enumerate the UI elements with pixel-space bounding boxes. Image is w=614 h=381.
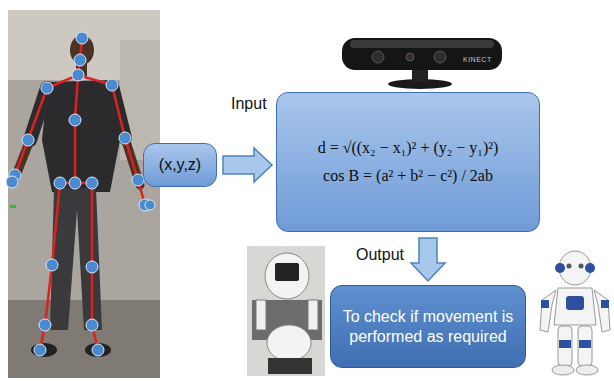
skeleton-photo-part	[86, 261, 98, 273]
nao-robot-part	[541, 300, 549, 308]
nao-robot-part	[585, 263, 595, 273]
skeleton-photo-part	[119, 132, 131, 144]
skeleton-photo-part	[6, 176, 18, 188]
skeleton-photo-part	[112, 85, 145, 205]
nao-robot-part	[594, 290, 610, 332]
nao-robot-part	[601, 300, 609, 308]
block-arrow	[411, 238, 445, 281]
node-text: (x,y,z)	[159, 156, 201, 174]
robot-photo-part	[265, 253, 309, 299]
skeleton-photo-part	[106, 79, 118, 91]
kinect-sensor-part	[434, 51, 446, 63]
device-label: KINECT	[463, 56, 492, 63]
skeleton-photo	[6, 10, 160, 378]
node-text: cos B = (a² + b² − c²) / 2ab	[323, 167, 493, 185]
kinect-sensor-part	[406, 53, 414, 61]
kinect-sensor-part	[412, 68, 428, 82]
skeleton-photo-part	[41, 82, 53, 94]
skeleton-photo-part	[85, 343, 111, 357]
node-text: d = √((x₂ − x₁)² + (y₂ − y₁)²)	[318, 139, 499, 157]
skeleton-photo-part	[145, 200, 155, 210]
node-text: To check if movement is performed as req…	[341, 307, 515, 347]
robot-photo-part	[268, 358, 312, 374]
nao-robot-part	[552, 365, 574, 375]
kinect-sensor-part	[372, 51, 384, 63]
skeleton-photo-part	[69, 177, 81, 189]
robot-photo-part	[247, 246, 325, 376]
formula-box: d = √((x₂ − x₁)² + (y₂ − y₁)²) cos B = (a…	[276, 92, 540, 232]
nao-robot-part	[559, 340, 571, 348]
kinect-sensor	[342, 38, 502, 89]
skeleton-photo-part	[8, 10, 160, 378]
block-arrow	[223, 148, 272, 182]
kinect-sensor-part	[350, 40, 494, 48]
nao-robot	[540, 251, 610, 375]
robot-photo-part	[308, 300, 318, 330]
skeleton-photo-part	[40, 183, 60, 350]
nao-robot-part	[540, 290, 556, 332]
robot-photo	[247, 246, 325, 376]
edge-label: Input	[228, 95, 270, 113]
skeleton-photo-part	[69, 114, 81, 126]
skeleton-photo-part	[72, 69, 84, 81]
robot-photo-part	[275, 263, 299, 281]
output-box: To check if movement is performed as req…	[330, 285, 526, 368]
skeleton-photo-part	[12, 88, 47, 180]
skeleton-photo-part	[86, 319, 98, 331]
nao-robot-part	[558, 326, 572, 366]
nao-robot-part	[579, 340, 591, 348]
nao-robot-part	[566, 296, 584, 310]
nao-robot-part	[567, 264, 572, 269]
skeleton-photo-part	[39, 319, 51, 331]
robot-photo-part	[267, 325, 311, 361]
edge-label: Output	[353, 246, 407, 264]
skeleton-photo-part	[120, 40, 160, 160]
nao-robot-part	[576, 365, 598, 375]
skeleton-photo-part	[46, 259, 58, 271]
skeleton-photo-part	[74, 54, 86, 66]
skeleton-photo-part	[22, 134, 34, 146]
nao-robot-part	[555, 263, 565, 273]
nao-robot-part	[579, 264, 584, 269]
skeleton-photo-part	[34, 344, 46, 356]
skeleton-photo-part	[92, 344, 104, 356]
skeleton-photo-part	[31, 343, 57, 357]
nao-robot-part	[578, 326, 592, 366]
skeleton-photo-part	[54, 177, 66, 189]
nao-robot-part	[554, 288, 596, 325]
input-box: (x,y,z)	[143, 143, 217, 187]
skeleton-photo-part	[10, 205, 16, 208]
skeleton-photo-part	[76, 32, 88, 44]
skeleton-photo-part	[86, 177, 98, 189]
kinect-sensor-part	[342, 38, 502, 70]
robot-photo-part	[256, 300, 266, 330]
